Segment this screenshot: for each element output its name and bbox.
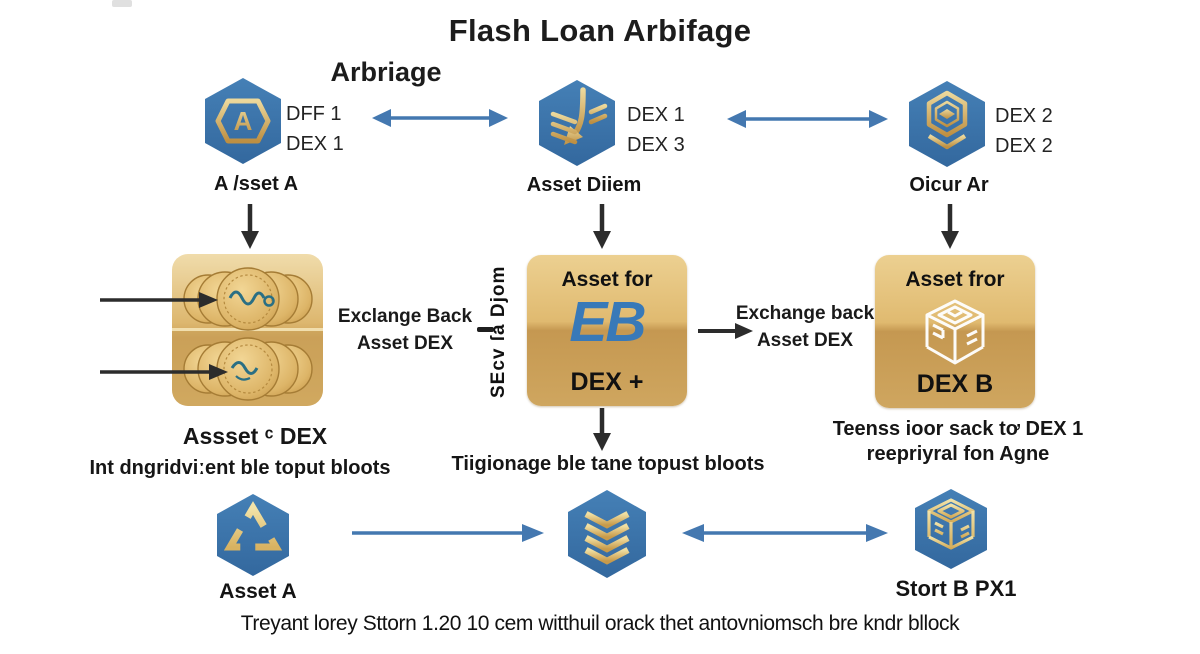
right-box-bottom-text: DEX B <box>916 370 994 398</box>
top-left-label-2: DEX 1 <box>286 133 344 155</box>
exchange-left-line1: Exclange Back <box>337 306 473 327</box>
exchange-right-line1: Exchange back <box>735 303 875 324</box>
subtitle-arbriage: Arbriage <box>330 57 442 87</box>
caption-stort-b-px1: Stort B PX1 <box>895 576 1017 601</box>
cube-outline-white-icon <box>925 299 985 365</box>
top-mid-label-2: DEX 3 <box>627 134 685 156</box>
caption-oicur-ar: Oicur Ar <box>909 174 989 196</box>
hexagon-triangle-icon <box>217 494 289 576</box>
top-left-label-1: DFF 1 <box>286 103 342 125</box>
down-arrow-icon <box>241 204 259 249</box>
right-arrow-icon <box>100 292 218 308</box>
top-right-label-2: DEX 2 <box>995 135 1053 157</box>
center-box-top-text: Asset for <box>561 268 653 291</box>
right-box-top-text: Asset fror <box>905 268 1005 291</box>
coins-caption: Assset ᶜ DEX <box>182 423 328 449</box>
hexagon-cube-icon <box>915 489 987 569</box>
dash-connector <box>477 327 494 332</box>
vertical-side-text: SEcv ſa Djom <box>488 265 509 399</box>
hexagon-chevrons-icon <box>568 490 646 578</box>
hexagon-layers-icon <box>909 81 985 167</box>
footer-caption: Treyant lorey Sttorn 1.20 10 cem witthui… <box>240 612 960 635</box>
edge-artifact <box>112 0 132 7</box>
center-dex-box: Asset for EB DEX + <box>527 255 687 406</box>
right-note-line1: Teenss ioor sack tơ DEX 1 <box>832 418 1084 440</box>
top-mid-label-1: DEX 1 <box>627 104 685 126</box>
top-right-label-1: DEX 2 <box>995 105 1053 127</box>
right-arrow-icon <box>698 323 753 339</box>
coins-note: Int dngridviːent ble toput bloots <box>89 457 391 479</box>
center-box-bottom-text: DEX + <box>570 368 644 396</box>
hexagon-a-icon: A <box>205 78 281 164</box>
down-arrow-icon <box>593 408 611 451</box>
center-box-eb-text: EB <box>569 290 646 354</box>
right-note-line2: reepriyral fon Agne <box>866 443 1050 465</box>
exchange-left-line2: Asset DEX <box>356 333 454 354</box>
coins-icon <box>172 254 323 406</box>
right-arrow-icon <box>352 524 544 542</box>
exchange-right-line2: Asset DEX <box>756 330 854 351</box>
down-arrow-icon <box>941 204 959 249</box>
caption-asset-a: A /sset A <box>213 173 299 195</box>
right-arrow-icon <box>100 364 228 380</box>
icon-letter-a: A <box>234 106 253 136</box>
double-arrow-icon <box>682 524 888 542</box>
double-arrow-icon <box>372 109 508 127</box>
center-note: Tiigionage ble tane topust bloots <box>451 453 765 475</box>
right-dex-box: Asset fror DEX B <box>875 255 1035 408</box>
caption-asset-diiem: Asset Diiem <box>526 174 642 196</box>
page-title: Flash Loan Arbifage <box>448 13 752 48</box>
caption-bottom-asset-a: Asset A <box>219 580 297 603</box>
double-arrow-icon <box>727 110 888 128</box>
down-arrow-icon <box>593 204 611 249</box>
hexagon-branch-down-icon <box>539 80 615 166</box>
